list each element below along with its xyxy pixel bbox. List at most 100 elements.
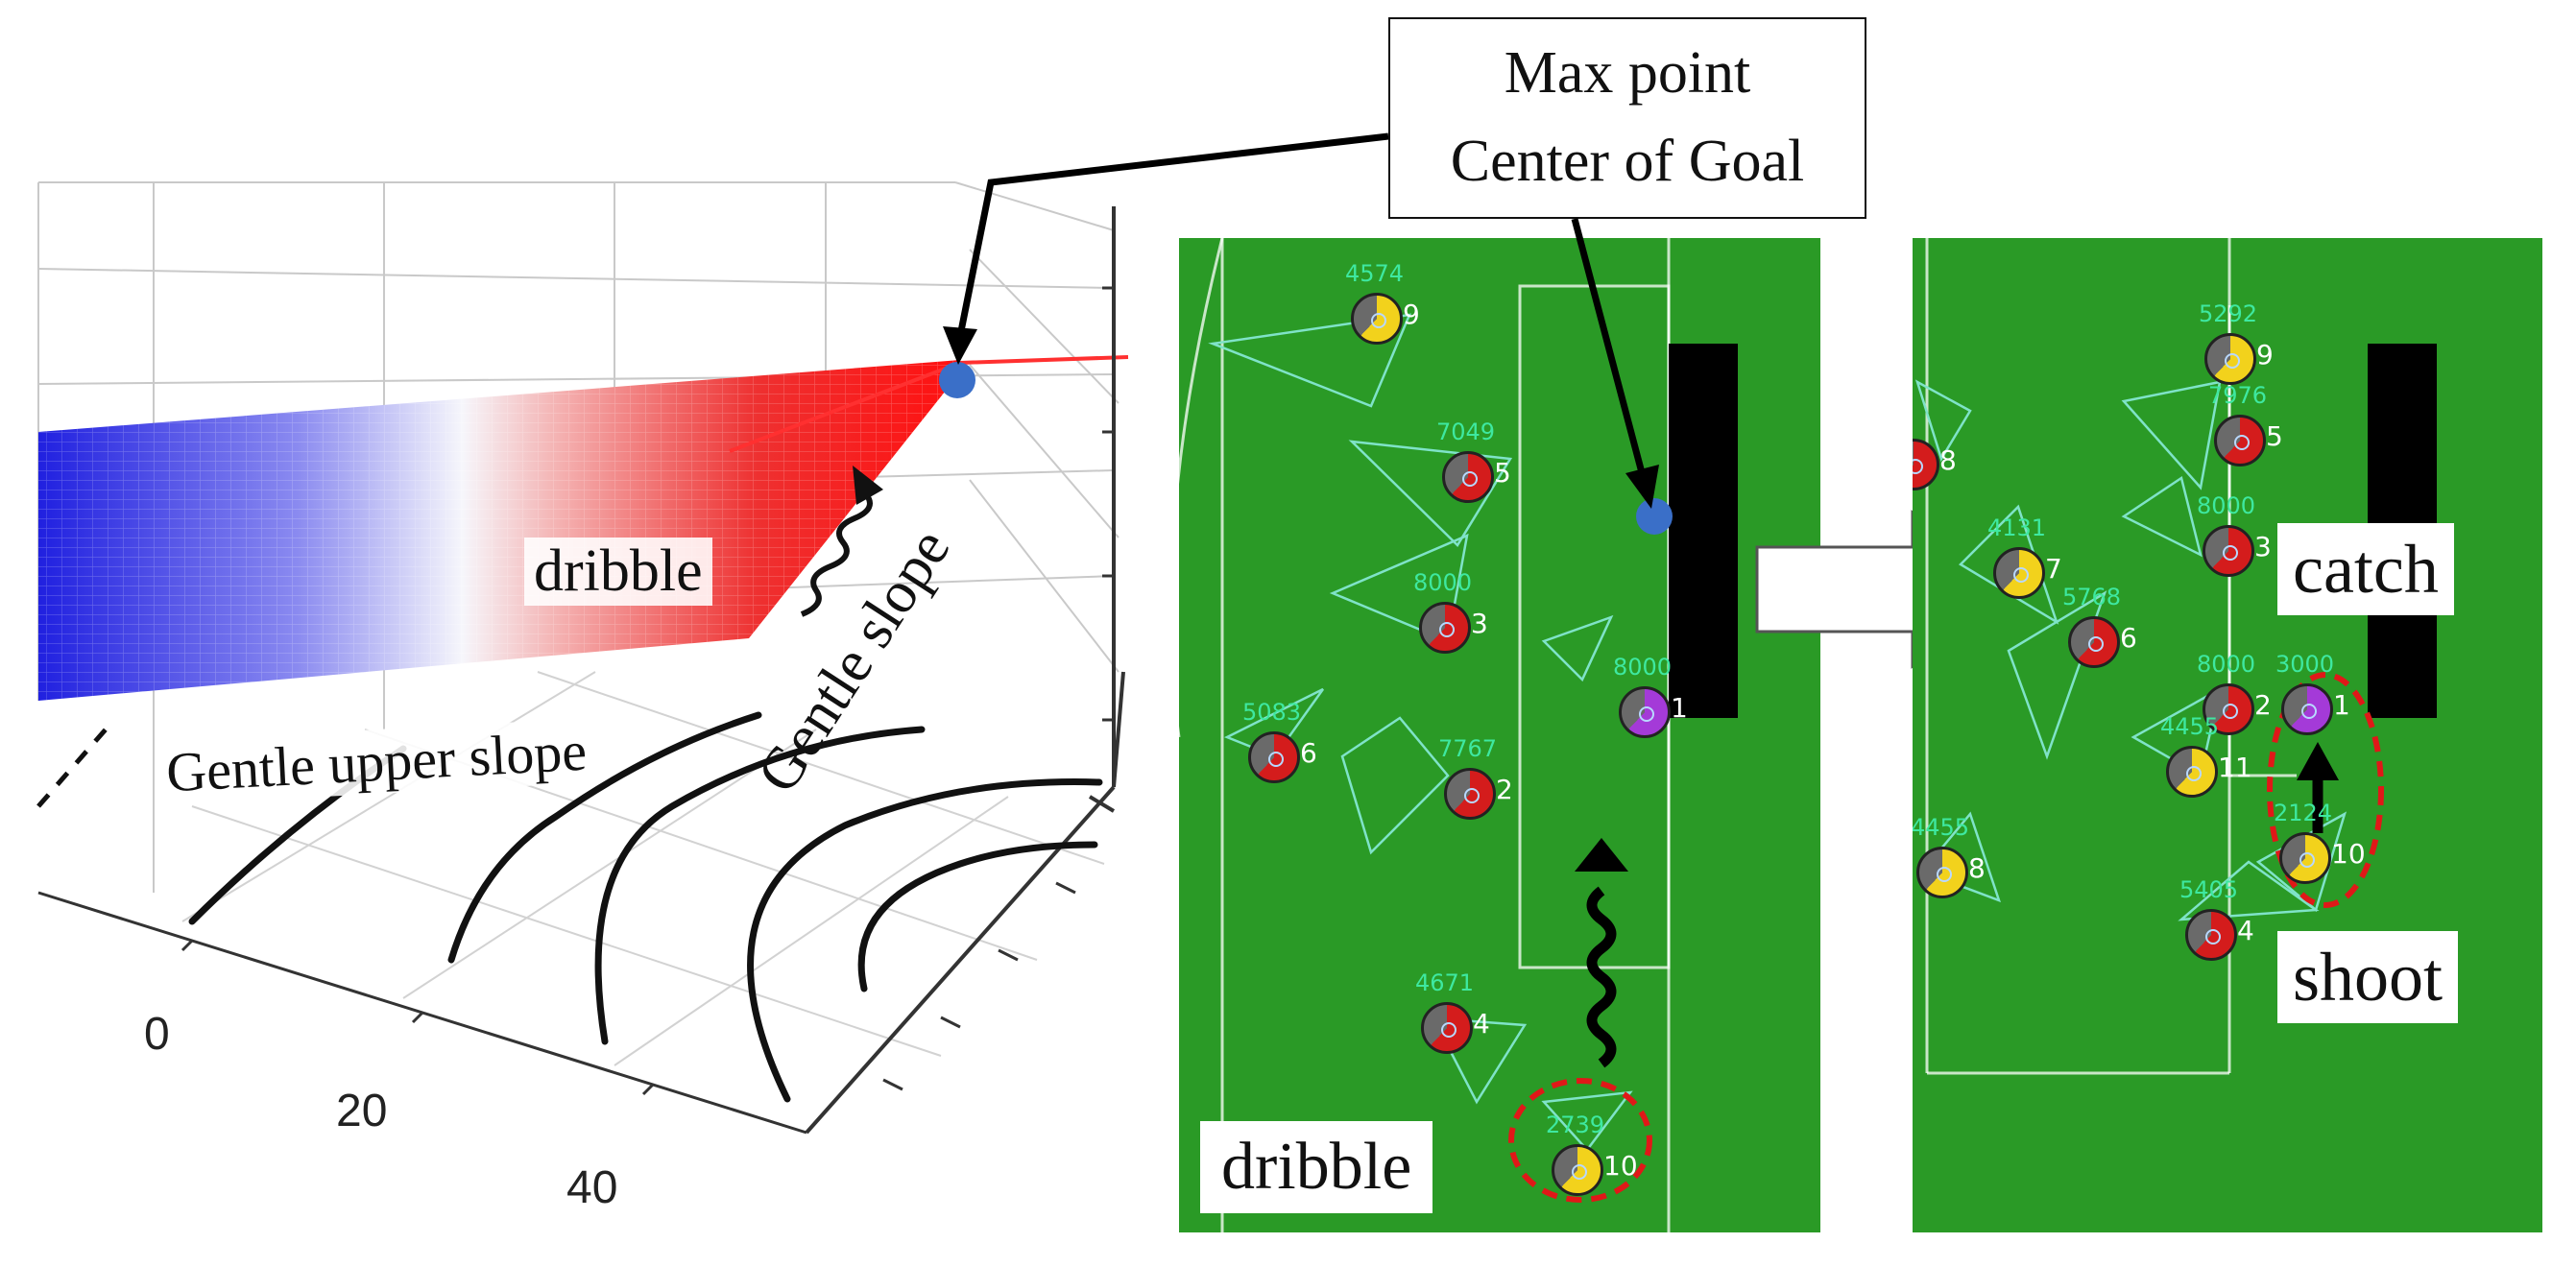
player-number: 4 [1473, 1008, 1490, 1040]
action-label-dribble: dribble [1200, 1121, 1433, 1213]
player-number: 9 [2256, 339, 2274, 371]
player-marker: 4574 9 [1345, 260, 1420, 345]
player-marker: 2739 10 [1546, 1112, 1638, 1196]
player-marker: 4455 11 [2160, 713, 2252, 798]
dashed-contour [36, 728, 108, 808]
player-id-label: 8000 [2197, 492, 2256, 519]
player-id-label: 7767 [1438, 735, 1498, 762]
axis-tick-label: 40 [566, 1162, 618, 1213]
player-number: 10 [1603, 1150, 1638, 1182]
player-disc [1351, 293, 1403, 345]
player-disc [2203, 683, 2254, 735]
dribble-arrow [1586, 886, 1617, 1068]
player-number: 5 [1494, 457, 1511, 489]
player-disc [1993, 547, 2045, 599]
player-marker: 8000 3 [1413, 569, 1488, 654]
player-disc [1421, 1002, 1473, 1054]
player-number: 8 [1939, 444, 1957, 476]
player-id-label: 7049 [1436, 418, 1496, 445]
player-disc [1913, 439, 1939, 490]
player-id-label: 4455 [2160, 713, 2220, 740]
player-marker: 7767 2 [1438, 735, 1513, 820]
player-marker: 5405 4 [2179, 876, 2254, 961]
player-number: 4 [2237, 915, 2254, 946]
player-disc [2204, 333, 2256, 385]
player-disc [2214, 415, 2266, 466]
player-marker: 8000 3 [2197, 492, 2272, 577]
player-id-label: 7976 [2208, 382, 2268, 409]
player-number: 6 [2120, 622, 2137, 654]
player-marker: 4455 8 [1913, 814, 1986, 898]
player-marker: 7976 5 [2208, 382, 2283, 466]
player-marker: 4131 7 [1987, 514, 2062, 599]
player-disc [1552, 1144, 1603, 1196]
player-number: 1 [2333, 689, 2350, 721]
dribble-path-arrow [800, 492, 873, 617]
callout-line-1: Max point [1504, 40, 1751, 106]
player-id-label: 4455 [1913, 814, 1970, 841]
player-number: 1 [1671, 692, 1688, 724]
center-of-goal-marker [1636, 498, 1673, 535]
callout-line-2: Center of Goal [1450, 129, 1805, 194]
player-number: 3 [1471, 608, 1488, 639]
player-id-label: 5405 [2179, 876, 2239, 903]
player-number: 9 [1403, 299, 1420, 330]
surface-plot [36, 181, 1129, 1135]
player-marker: 5083 6 [1242, 699, 1317, 783]
player-marker: 5292 9 [2199, 300, 2274, 385]
player-id-label: 2124 [2274, 800, 2333, 826]
player-disc [2068, 616, 2120, 668]
player-disc [1444, 768, 1496, 820]
action-label-catch: catch [2277, 523, 2454, 615]
player-number: 11 [2218, 752, 2252, 783]
max-point-callout: Max point Center of Goal [1388, 17, 1866, 219]
player-disc [2185, 909, 2237, 961]
player-id-label: 8000 [1413, 569, 1473, 596]
player-disc [1419, 602, 1471, 654]
player-marker: 8000 1 [1613, 654, 1688, 738]
pass-highlight [2267, 672, 2384, 908]
player-number: 2 [1496, 774, 1513, 805]
player-marker: 3000 1 [2275, 651, 2350, 735]
player-disc [2203, 525, 2254, 577]
player-number: 3 [2254, 531, 2272, 562]
player-number: 7 [2045, 553, 2062, 585]
action-label-shoot: shoot [2277, 931, 2459, 1023]
player-marker: 818 [1913, 439, 1957, 490]
player-number: 6 [1300, 737, 1317, 769]
surface-label-dribble: dribble [524, 538, 712, 606]
player-id-label: 3000 [2275, 651, 2335, 678]
player-marker: 8000 2 [2197, 651, 2272, 735]
player-disc [1619, 686, 1671, 738]
player-disc [2166, 746, 2218, 798]
player-id-label: 4574 [1345, 260, 1405, 287]
player-disc [1248, 731, 1300, 783]
player-number: 10 [2331, 838, 2366, 870]
player-number: 8 [1968, 852, 1986, 884]
player-id-label: 5768 [2062, 584, 2122, 610]
axis-tick-label: 0 [144, 1009, 170, 1060]
player-disc [2279, 832, 2331, 884]
player-disc [2281, 683, 2333, 735]
player-marker: 5768 6 [2062, 584, 2137, 668]
axis-tick-label: 20 [336, 1086, 388, 1136]
max-point-marker [939, 362, 975, 398]
player-id-label: 5083 [1242, 699, 1302, 726]
player-number: 2 [2254, 689, 2272, 721]
player-number: 5 [2266, 420, 2283, 452]
pitch-after: 5292979765818413178000357686800023000144… [1913, 238, 2542, 1232]
player-id-label: 5292 [2199, 300, 2258, 327]
dribbler-highlight [1508, 1078, 1652, 1203]
player-marker: 2124 10 [2274, 800, 2366, 884]
player-marker: 7049 5 [1436, 418, 1511, 503]
player-id-label: 4131 [1987, 514, 2047, 541]
player-disc [1916, 847, 1968, 898]
player-id-label: 8000 [1613, 654, 1673, 681]
goal [1669, 344, 1738, 718]
player-id-label: 2739 [1546, 1112, 1605, 1138]
player-id-label: 8000 [2197, 651, 2256, 678]
player-disc [1442, 451, 1494, 503]
